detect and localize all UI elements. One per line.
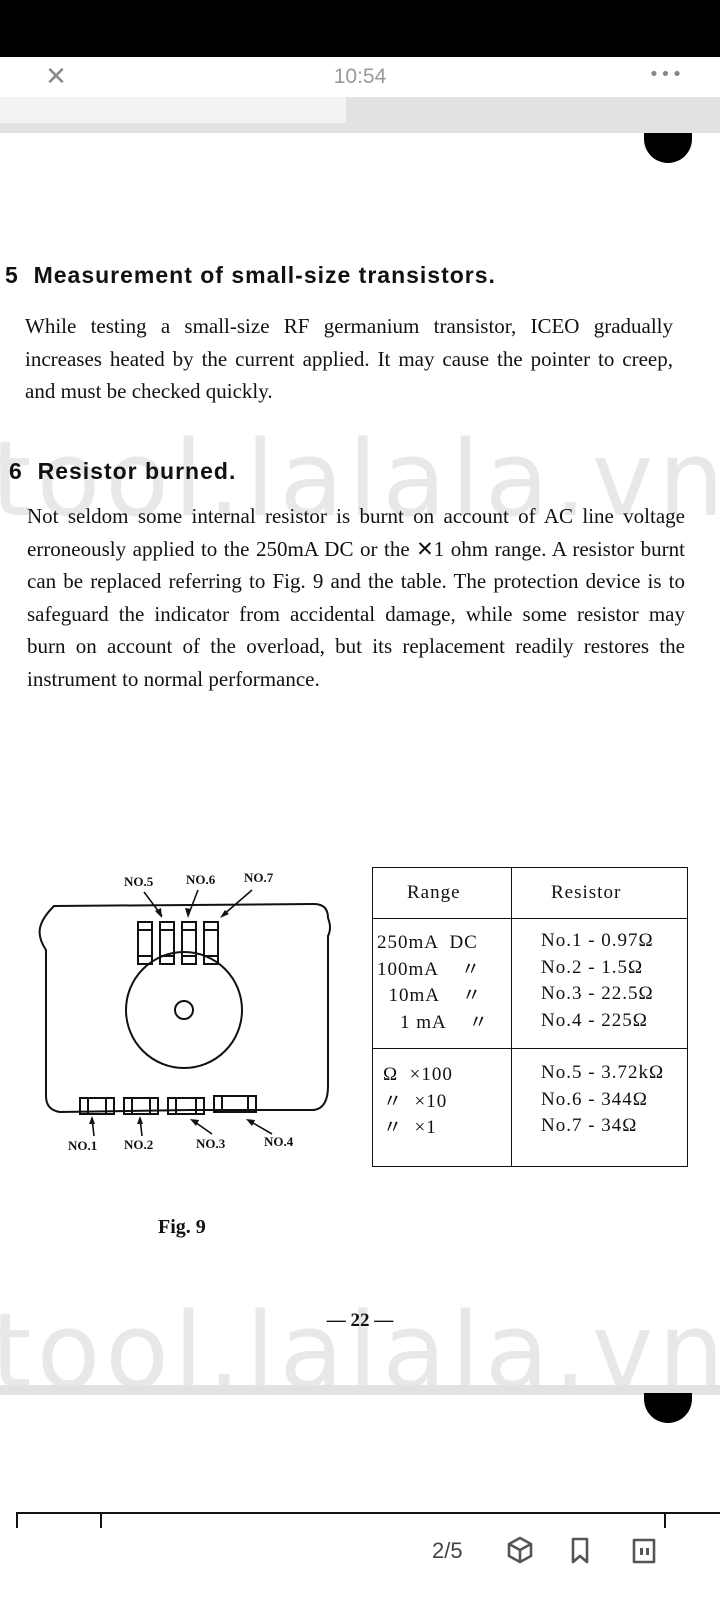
reading-progress-fill bbox=[0, 97, 346, 123]
3d-view-button[interactable] bbox=[502, 1532, 538, 1568]
table-header-range: Range bbox=[407, 882, 461, 903]
section-5-heading: 5 Measurement of small-size transistors. bbox=[5, 262, 496, 289]
label-no5: NO.5 bbox=[124, 874, 154, 889]
viewer-top-bar: ✕ 10:54 ••• bbox=[0, 57, 720, 97]
label-no4: NO.4 bbox=[264, 1134, 294, 1149]
label-no6: NO.6 bbox=[186, 872, 216, 887]
more-options-button[interactable]: ••• bbox=[648, 59, 684, 91]
page-corner-mark bbox=[644, 133, 692, 163]
bookmark-icon bbox=[571, 1537, 589, 1564]
resistor-table: Range Resistor 250mA DC 100mA 〃 10mA 〃 1… bbox=[372, 867, 688, 1167]
label-no3: NO.3 bbox=[196, 1136, 226, 1151]
more-icon: ••• bbox=[648, 64, 684, 85]
figure-9-diagram: NO.5 NO.6 NO.7 NO.1 NO.2 NO.3 NO.4 bbox=[32, 858, 342, 1168]
close-button[interactable]: ✕ bbox=[40, 61, 72, 93]
label-no2: NO.2 bbox=[124, 1137, 154, 1152]
clock-time: 10:54 bbox=[333, 65, 387, 88]
section-6-heading: 6 Resistor burned. bbox=[9, 458, 236, 485]
circuit-board-drawing bbox=[38, 889, 331, 1137]
page-indicator[interactable]: 2/5 bbox=[432, 1538, 463, 1563]
ohm-ranges-cell: Ω ×100 〃 ×10 〃 ×1 bbox=[383, 1064, 453, 1138]
table-divider bbox=[373, 918, 687, 919]
section-5-body: While testing a small-size RF germanium … bbox=[25, 314, 673, 403]
section-title: Resistor burned. bbox=[37, 458, 237, 484]
status-bar bbox=[0, 0, 720, 57]
reading-progress-bar bbox=[0, 97, 720, 133]
close-icon: ✕ bbox=[45, 62, 67, 92]
section-title: Measurement of small-size transistors. bbox=[33, 262, 496, 288]
ohm-resistors-cell: No.5 - 3.72kΩ No.6 - 344Ω No.7 - 34Ω bbox=[541, 1062, 665, 1136]
section-number: 6 bbox=[9, 458, 23, 484]
watermark-text: tool.lalala.vn bbox=[0, 418, 720, 540]
page-separator bbox=[0, 1385, 720, 1395]
bottom-resistors bbox=[79, 1095, 257, 1115]
section-6-body: Not seldom some internal resistor is bur… bbox=[27, 504, 685, 691]
page-options-button[interactable] bbox=[626, 1532, 662, 1568]
label-no7: NO.7 bbox=[244, 870, 274, 885]
label-no1: NO.1 bbox=[68, 1138, 98, 1153]
page-number: — 22 — bbox=[326, 1310, 394, 1331]
table-divider bbox=[373, 1048, 687, 1049]
page-corner-mark bbox=[644, 1393, 692, 1423]
cube-icon bbox=[507, 1536, 533, 1564]
dc-ranges-cell: 250mA DC 100mA 〃 10mA 〃 1 mA 〃 bbox=[377, 932, 489, 1033]
top-resistors bbox=[137, 921, 219, 965]
next-page-table-edge bbox=[16, 1512, 720, 1528]
bookmark-button[interactable] bbox=[562, 1532, 598, 1568]
table-header-resistor: Resistor bbox=[551, 882, 622, 903]
dc-resistors-cell: No.1 - 0.97Ω No.2 - 1.5Ω No.3 - 22.5Ω No… bbox=[541, 930, 654, 1031]
figure-caption: Fig. 9 bbox=[158, 1216, 206, 1238]
page-view-icon bbox=[632, 1538, 656, 1564]
arrow-heads bbox=[89, 908, 255, 1126]
bottom-toolbar: 2/5 bbox=[0, 1528, 720, 1600]
table-divider bbox=[511, 868, 512, 1166]
section-number: 5 bbox=[5, 262, 19, 288]
